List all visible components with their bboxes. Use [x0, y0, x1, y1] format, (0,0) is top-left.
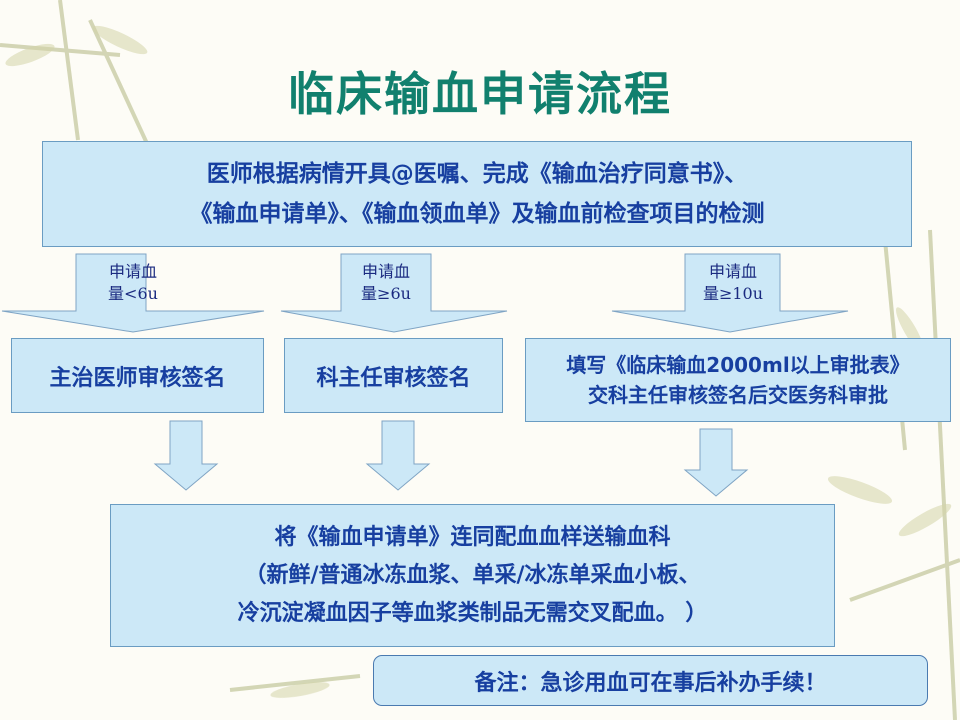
condition-label-line-2: 量≥6u [361, 284, 411, 303]
arrow-condition-10u-plus: 申请血 量≥10u [610, 253, 850, 333]
action-label: 主治医师审核签名 [49, 365, 226, 391]
medical-affairs-approval-box: 填写《临床输血2000ml以上审批表》 交科主任审核签名后交医务科审批 [525, 338, 951, 422]
arrow-condition-6u-plus: 申请血 量≥6u [279, 253, 509, 333]
department-head-review-box: 科主任审核签名 [284, 338, 503, 413]
down-arrow-icon [365, 420, 431, 491]
down-arrow-icon [280, 253, 508, 333]
condition-label-line-1: 申请血 [361, 262, 410, 281]
note-text: 备注：急诊用血可在事后补办手续！ [474, 670, 827, 696]
action-label: 科主任审核签名 [316, 365, 471, 391]
condition-label-line-1: 申请血 [708, 262, 757, 281]
arrow-condition-under-6u: 申请血 量<6u [0, 253, 266, 333]
action-label-line-1: 填写《临床输血2000ml以上审批表》 [566, 353, 910, 377]
condition-label-line-1: 申请血 [108, 262, 157, 281]
down-arrow-icon [611, 253, 849, 333]
condition-label-line-2: 量≥10u [702, 284, 764, 303]
initial-step-line-1: 医师根据病情开具@医嘱、完成《输血治疗同意书》、 [206, 161, 748, 187]
arrow-to-submission-3 [683, 428, 749, 498]
initial-step-line-2: 《输血申请单》、《输血领血单》及输血前检查项目的检测 [189, 201, 765, 227]
submission-line-2: （新鲜/普通冰冻血浆、单采/冰冻单采血小板、 [244, 562, 701, 588]
submission-line-1: 将《输血申请单》连同配血血样送输血科 [274, 524, 671, 550]
down-arrow-icon [683, 428, 749, 497]
down-arrow-icon [1, 253, 265, 333]
condition-label-line-2: 量<6u [108, 284, 158, 303]
attending-physician-review-box: 主治医师审核签名 [11, 338, 264, 413]
arrow-to-submission-1 [153, 420, 219, 492]
down-arrow-icon [153, 420, 219, 491]
page-title: 临床输血申请流程 [288, 67, 672, 121]
arrow-to-submission-2 [365, 420, 431, 492]
submission-line-3: 冷沉淀凝血因子等血浆类制品无需交叉配血。 ） [237, 600, 708, 626]
initial-step-box: 医师根据病情开具@医嘱、完成《输血治疗同意书》、 《输血申请单》、《输血领血单》… [42, 141, 912, 247]
submission-box: 将《输血申请单》连同配血血样送输血科 （新鲜/普通冰冻血浆、单采/冰冻单采血小板… [110, 504, 835, 647]
action-label-line-2: 交科主任审核签名后交医务科审批 [588, 383, 888, 407]
note-box: 备注：急诊用血可在事后补办手续！ [373, 655, 928, 706]
